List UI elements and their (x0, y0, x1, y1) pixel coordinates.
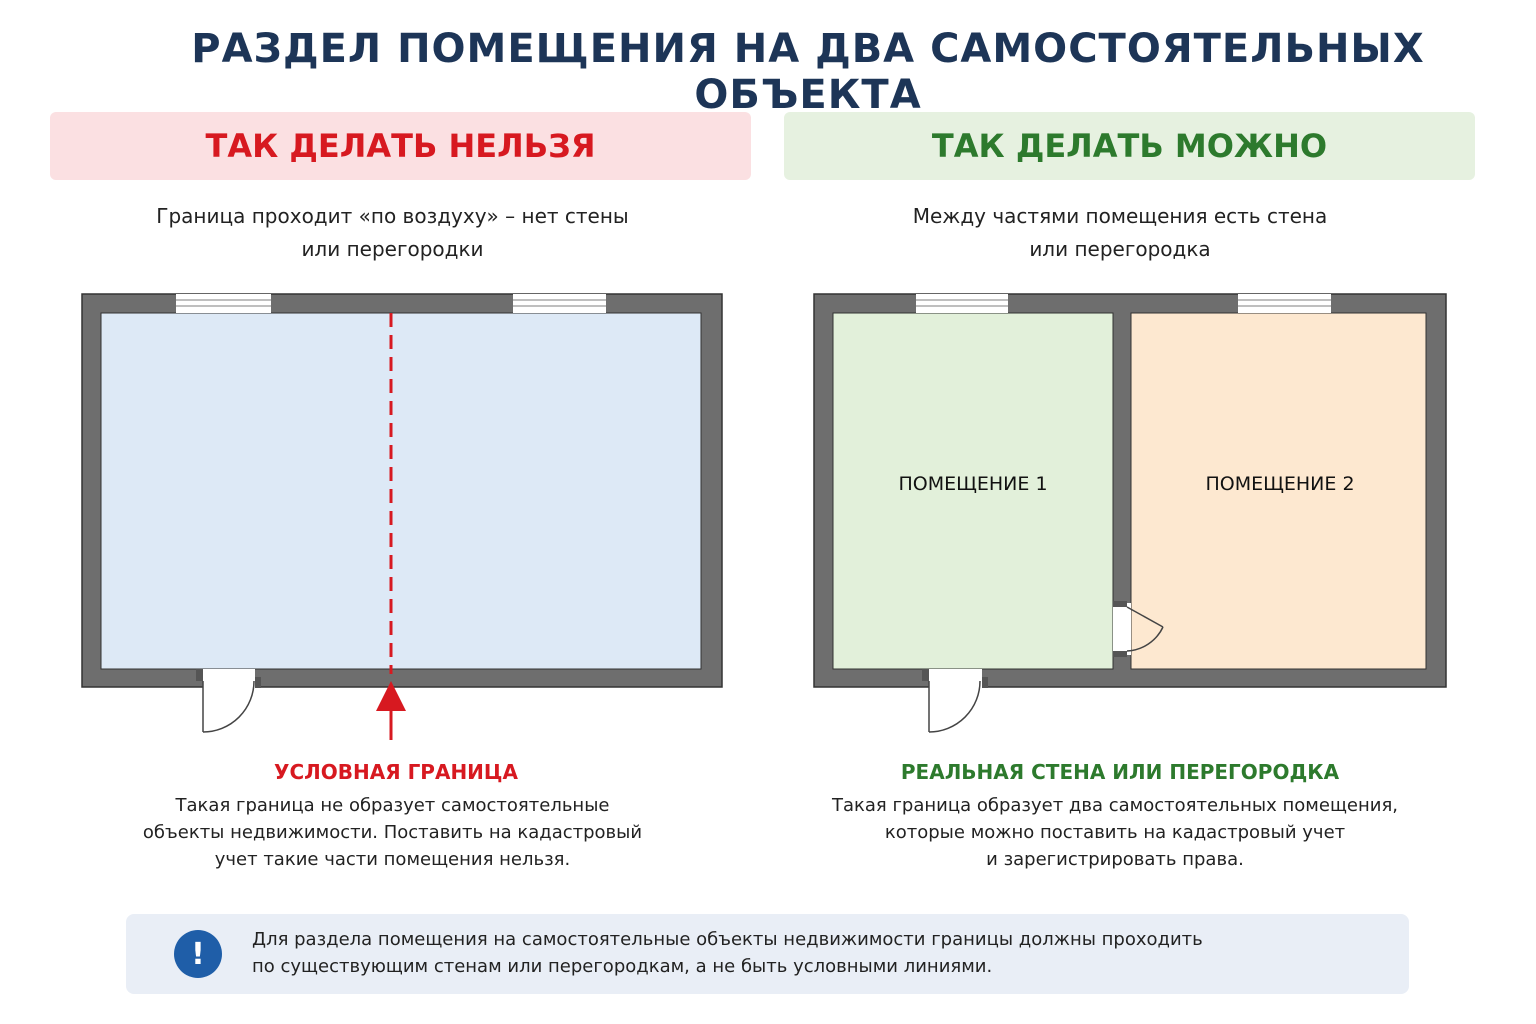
banner-wrong: ТАК ДЕЛАТЬ НЕЛЬЗЯ (50, 112, 751, 180)
subtitle-right-line1: Между частями помещения есть стена (912, 204, 1328, 228)
caption-wrong-line3: учет такие части помещения нельзя. (214, 849, 571, 870)
caption-body-wrong: Такая граница не образует самостоятельны… (110, 792, 675, 873)
room-1-label: ПОМЕЩЕНИЕ 1 (898, 473, 1047, 495)
note-line1: Для раздела помещения на самостоятельные… (252, 929, 1203, 950)
room-area (100, 312, 702, 670)
caption-wrong-line2: объекты недвижимости. Поставить на кадас… (142, 822, 643, 843)
window (916, 294, 1008, 313)
subtitle-right: Между частями помещения есть стена или п… (810, 200, 1430, 266)
caption-wrong-line1: Такая граница не образует самостоятельны… (175, 795, 610, 816)
caption-body-right: Такая граница образует два самостоятельн… (795, 792, 1435, 873)
window (1238, 294, 1331, 313)
exclamation-icon: ! (174, 930, 222, 978)
window (176, 294, 271, 313)
subtitle-wrong-line2: или перегородки (301, 237, 484, 261)
room-2-area (1130, 312, 1427, 670)
plan-wrong (81, 293, 723, 740)
plan-right: ПОМЕЩЕНИЕ 1 ПОМЕЩЕНИЕ 2 (813, 293, 1447, 733)
caption-right-line3: и зарегистрировать права. (986, 849, 1244, 870)
subtitle-right-line2: или перегородка (1029, 237, 1211, 261)
door (196, 669, 261, 733)
info-note: ! Для раздела помещения на самостоятельн… (126, 914, 1409, 994)
room-2-label: ПОМЕЩЕНИЕ 2 (1205, 473, 1354, 495)
banner-right: ТАК ДЕЛАТЬ МОЖНО (784, 112, 1475, 180)
note-line2: по существующим стенам или перегородкам,… (252, 956, 993, 977)
interior-door (1113, 601, 1164, 657)
caption-heading-wrong: УСЛОВНАЯ ГРАНИЦА (274, 760, 518, 784)
note-text: Для раздела помещения на самостоятельные… (252, 926, 1252, 980)
door (922, 669, 988, 733)
caption-heading-right: РЕАЛЬНАЯ СТЕНА ИЛИ ПЕРЕГОРОДКА (900, 760, 1340, 784)
caption-right-line1: Такая граница образует два самостоятельн… (832, 795, 1398, 816)
page-title: РАЗДЕЛ ПОМЕЩЕНИЯ НА ДВА САМОСТОЯТЕЛЬНЫХ … (191, 26, 1425, 118)
caption-right-line2: которые можно поставить на кадастровый у… (884, 822, 1346, 843)
subtitle-wrong: Граница проходит «по воздуху» – нет стен… (80, 200, 705, 266)
window (513, 294, 606, 313)
subtitle-wrong-line1: Граница проходит «по воздуху» – нет стен… (156, 204, 629, 228)
